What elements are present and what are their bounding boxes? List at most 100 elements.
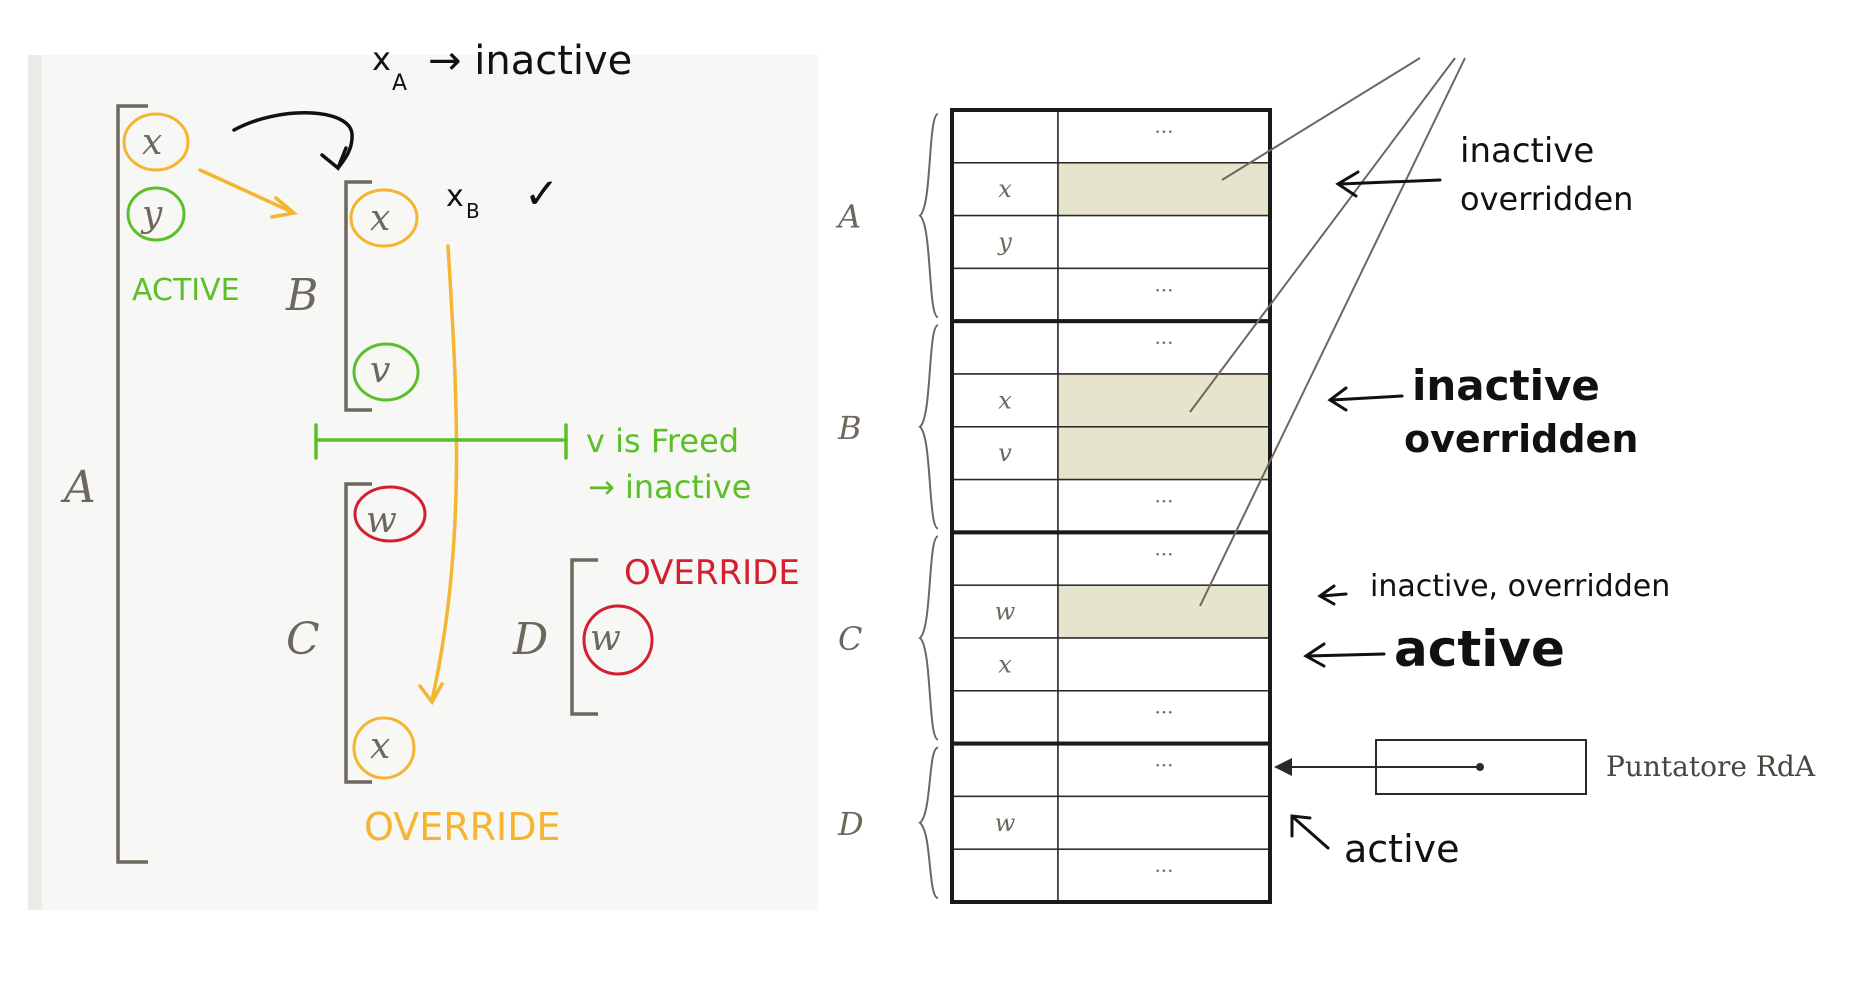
stack-group-label: A <box>835 198 861 236</box>
stack-cell-name <box>951 109 1059 164</box>
stack-cell-name <box>951 637 1059 692</box>
stack-cell-value <box>1057 478 1271 534</box>
arrow-a <box>1338 178 1442 186</box>
var-b-x: x <box>370 198 390 239</box>
note-d-active: active <box>1344 827 1460 871</box>
stack-cell-name <box>951 162 1059 217</box>
stack-ellipsis: ··· <box>1154 331 1173 355</box>
stack-cell-value <box>1057 109 1271 164</box>
stack-ellipsis: ··· <box>1154 753 1173 777</box>
orange-arrow-1 <box>198 168 294 214</box>
stack-var-label: w <box>995 809 1016 837</box>
stack-group-brace <box>918 324 939 530</box>
block-label-d: D <box>512 614 548 665</box>
stack-group-brace <box>918 746 939 899</box>
note-c-inactive: inactive, overridden <box>1370 569 1670 604</box>
stack-var-label: v <box>998 439 1012 467</box>
v-inactive-text: → inactive <box>588 468 751 506</box>
note-b-inactive: inactive <box>1412 361 1600 410</box>
stack-cell-value <box>1057 795 1271 850</box>
stack-var-label: x <box>998 386 1012 414</box>
stack-group-label: B <box>837 409 862 447</box>
override-red: OVERRIDE <box>624 553 800 593</box>
pointer-label: Puntatore RdA <box>1606 750 1816 783</box>
circle-b-v <box>352 342 420 402</box>
block-label-c: C <box>286 614 320 665</box>
scan-edge <box>28 55 42 910</box>
circle-b-x <box>349 188 419 248</box>
stack-cell-value <box>1057 584 1271 639</box>
var-c-w: w <box>366 500 397 541</box>
stack-cell-name <box>951 478 1059 534</box>
black-arrowhead <box>320 146 348 171</box>
note-a-inactive: inactive <box>1460 131 1594 171</box>
scan-background <box>28 55 818 910</box>
arrowhead-c2 <box>1303 642 1326 668</box>
stack-ellipsis: ··· <box>1154 700 1173 724</box>
arrow-c1 <box>1320 592 1348 598</box>
xb-sub: B <box>466 199 480 223</box>
stack-cell-value <box>1057 637 1271 692</box>
stack-var-label: x <box>998 175 1012 203</box>
right-hand-arrows <box>1290 170 1442 850</box>
hand-circles <box>122 112 654 780</box>
xa-inactive-text: → inactive <box>428 38 632 84</box>
stack-table: ···xy······xv······wx······w··· <box>950 108 1272 904</box>
stack-ellipsis: ··· <box>1154 119 1173 143</box>
var-a-x: x <box>142 122 162 163</box>
circle-a-y <box>126 186 186 242</box>
arrow-c2 <box>1306 652 1386 658</box>
override-orange: OVERRIDE <box>364 805 561 849</box>
stack-var-label: x <box>998 650 1012 678</box>
right-annotations: inactive overridden inactive overridden … <box>1344 131 1670 871</box>
pointer-group: Puntatore RdA <box>1274 739 1816 795</box>
note-b-overridden: overridden <box>1404 417 1638 461</box>
note-line-c <box>1199 57 1466 607</box>
stack-group-brace <box>918 535 939 741</box>
var-a-y: y <box>140 194 163 235</box>
circle-d-w <box>582 604 654 676</box>
orange-arrowhead-2 <box>418 682 444 706</box>
stack-cell-value <box>1057 742 1271 798</box>
bracket-d <box>570 558 598 716</box>
xa-sub: A <box>392 71 407 96</box>
var-d-w: w <box>590 618 621 659</box>
stack-cell-value <box>1057 320 1271 375</box>
stack-cell-name <box>951 690 1059 745</box>
stack-group-label: C <box>838 620 862 658</box>
stack-ellipsis: ··· <box>1154 542 1173 566</box>
bracket-b <box>344 180 372 412</box>
stack-ellipsis: ··· <box>1154 278 1173 302</box>
green-freed-ticks <box>314 423 568 460</box>
arrowhead-d <box>1290 814 1312 838</box>
stack-ellipsis: ··· <box>1154 489 1173 513</box>
pointer-arrowhead <box>1274 758 1292 776</box>
stack-group-label: D <box>837 805 864 843</box>
stack-cell-value <box>1057 426 1271 481</box>
var-c-x: x <box>370 726 390 767</box>
block-label-b: B <box>285 270 318 321</box>
xb-label: x <box>446 179 464 214</box>
bracket-a <box>116 104 148 864</box>
stack-cell-name <box>951 848 1059 903</box>
circle-a-x <box>122 112 190 172</box>
note-line-a <box>1221 57 1421 181</box>
stack-cell-value <box>1057 214 1271 270</box>
note-lines <box>1189 57 1466 607</box>
arrow-d <box>1292 816 1330 850</box>
v-freed-text: v is Freed <box>586 422 739 460</box>
stack-var-label: y <box>997 228 1012 256</box>
block-label-a: A <box>60 462 96 513</box>
circle-c-w <box>353 485 427 543</box>
arrowhead-a <box>1335 170 1360 198</box>
stack-cell-name <box>951 531 1059 586</box>
stack-cell-name <box>951 426 1059 481</box>
note-c-active: active <box>1394 620 1565 678</box>
stack-cell-name <box>951 795 1059 850</box>
stack-cell-name <box>951 267 1059 322</box>
orange-arrowhead-1 <box>270 196 298 219</box>
xa-label: x <box>372 40 391 78</box>
stack-cell-value <box>1057 373 1271 428</box>
stack-cell-name <box>951 320 1059 375</box>
